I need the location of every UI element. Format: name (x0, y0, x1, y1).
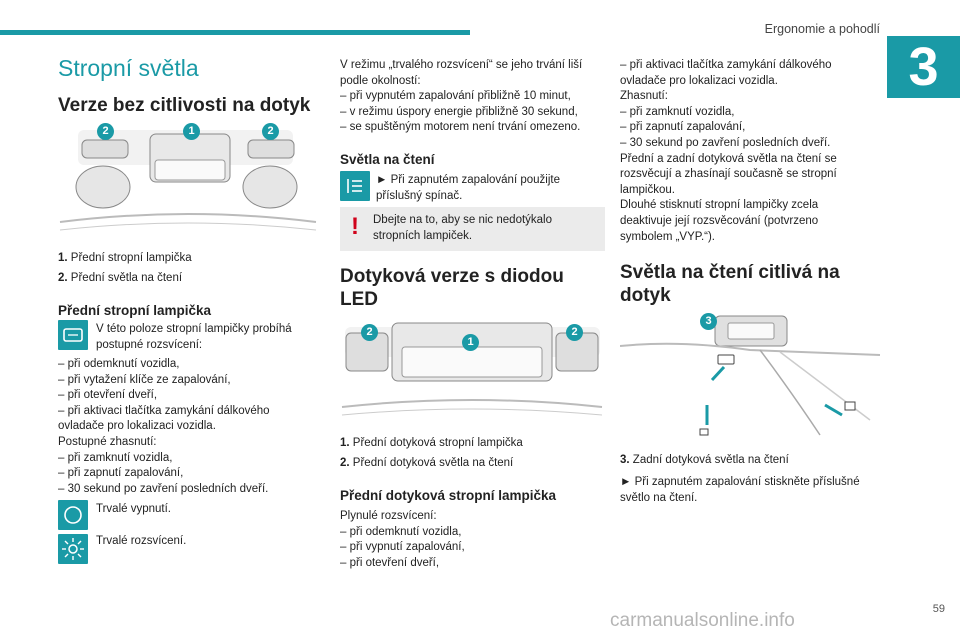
header-bar (0, 30, 470, 35)
sun-icon (58, 534, 88, 564)
page-title: Stropní světla (58, 55, 199, 81)
reading-light-icon (340, 171, 370, 201)
rear-reading-light-illustration (620, 315, 881, 436)
heading-reading-lights: Světla na čtení (340, 152, 435, 167)
rear-reading-instruction: ► Při zapnutém zapalování stiskněte přís… (620, 476, 860, 504)
legend-item: 3. Zadní dotyková světla na čtení (620, 454, 789, 466)
callout-badge-2: 2 (262, 123, 279, 140)
lamp-behaviour-list: – při odemknutí vozidla,– při vytažení k… (58, 358, 270, 495)
callout-badge-3: 3 (700, 313, 717, 330)
legend-item: 2. Přední světla na čtení (58, 271, 183, 284)
legend-item: 2. Přední dotyková světla na čtení (340, 456, 514, 469)
legend-list: 1. Přední dotyková stropní lampička 2. P… (340, 436, 523, 475)
page-number: 59 (932, 603, 945, 615)
ceiling-light-illustration (59, 130, 317, 231)
smooth-on-list: Plynulé rozsvícení:– při odemknutí vozid… (340, 510, 465, 569)
callout-badge-1: 1 (183, 123, 200, 140)
legend-item: 1. Přední dotyková stropní lampička (340, 437, 523, 449)
dome-mode-text: V této poloze stropní lampičky probíhá p… (96, 323, 292, 351)
heading-no-touch: Verze bez citlivosti na dotyk (58, 95, 311, 116)
off-text: Trvalé vypnutí. (96, 503, 171, 515)
watermark: carmanualsonline.info (610, 610, 795, 631)
callout-badge-2: 2 (566, 324, 583, 341)
on-text: Trvalé rozsvícení. (96, 535, 187, 547)
dome-light-icon (58, 320, 88, 350)
callout-badge-2: 2 (97, 123, 114, 140)
legend-item: 1. Přední stropní lampička (58, 252, 192, 264)
section-header: Ergonomie a pohodlí (764, 22, 880, 36)
mode-duration-text: V režimu „trvalého rozsvícení“ se jeho t… (340, 59, 583, 134)
warning-box (340, 207, 605, 251)
heading-front-lamp: Přední stropní lampička (58, 303, 212, 318)
heading-front-touch-lamp: Přední dotyková stropní lampička (340, 488, 557, 503)
turn-off-list: – při aktivaci tlačítka zamykání dálkové… (620, 59, 837, 243)
warning-icon: ! (351, 213, 359, 240)
legend-list: 3. Zadní dotyková světla na čtení (620, 453, 789, 473)
callout-badge-1: 1 (462, 334, 479, 351)
led-light-illustration (341, 322, 603, 416)
callout-badge-2: 2 (361, 324, 378, 341)
legend-list: 1. Přední stropní lampička 2. Přední svě… (58, 251, 192, 290)
chapter-number: 3 (887, 36, 960, 98)
off-icon (58, 500, 88, 530)
